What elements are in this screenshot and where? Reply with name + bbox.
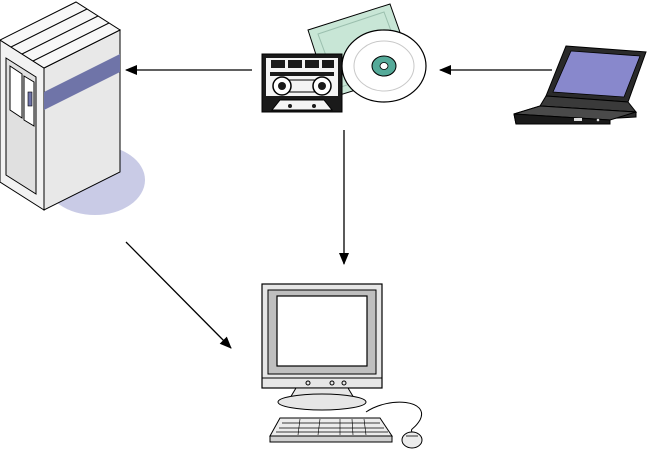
arrow-server-to-workstation <box>126 242 231 348</box>
server-cabinet-icon <box>0 2 145 215</box>
keyboard-icon <box>270 418 392 442</box>
mouse-icon <box>402 432 422 448</box>
tape-cassette-icon <box>262 54 342 112</box>
monitor-screen <box>277 296 367 366</box>
tape-and-disc-media-icon <box>262 4 426 112</box>
laptop-icon <box>514 46 646 124</box>
desktop-computer-icon <box>262 284 422 448</box>
